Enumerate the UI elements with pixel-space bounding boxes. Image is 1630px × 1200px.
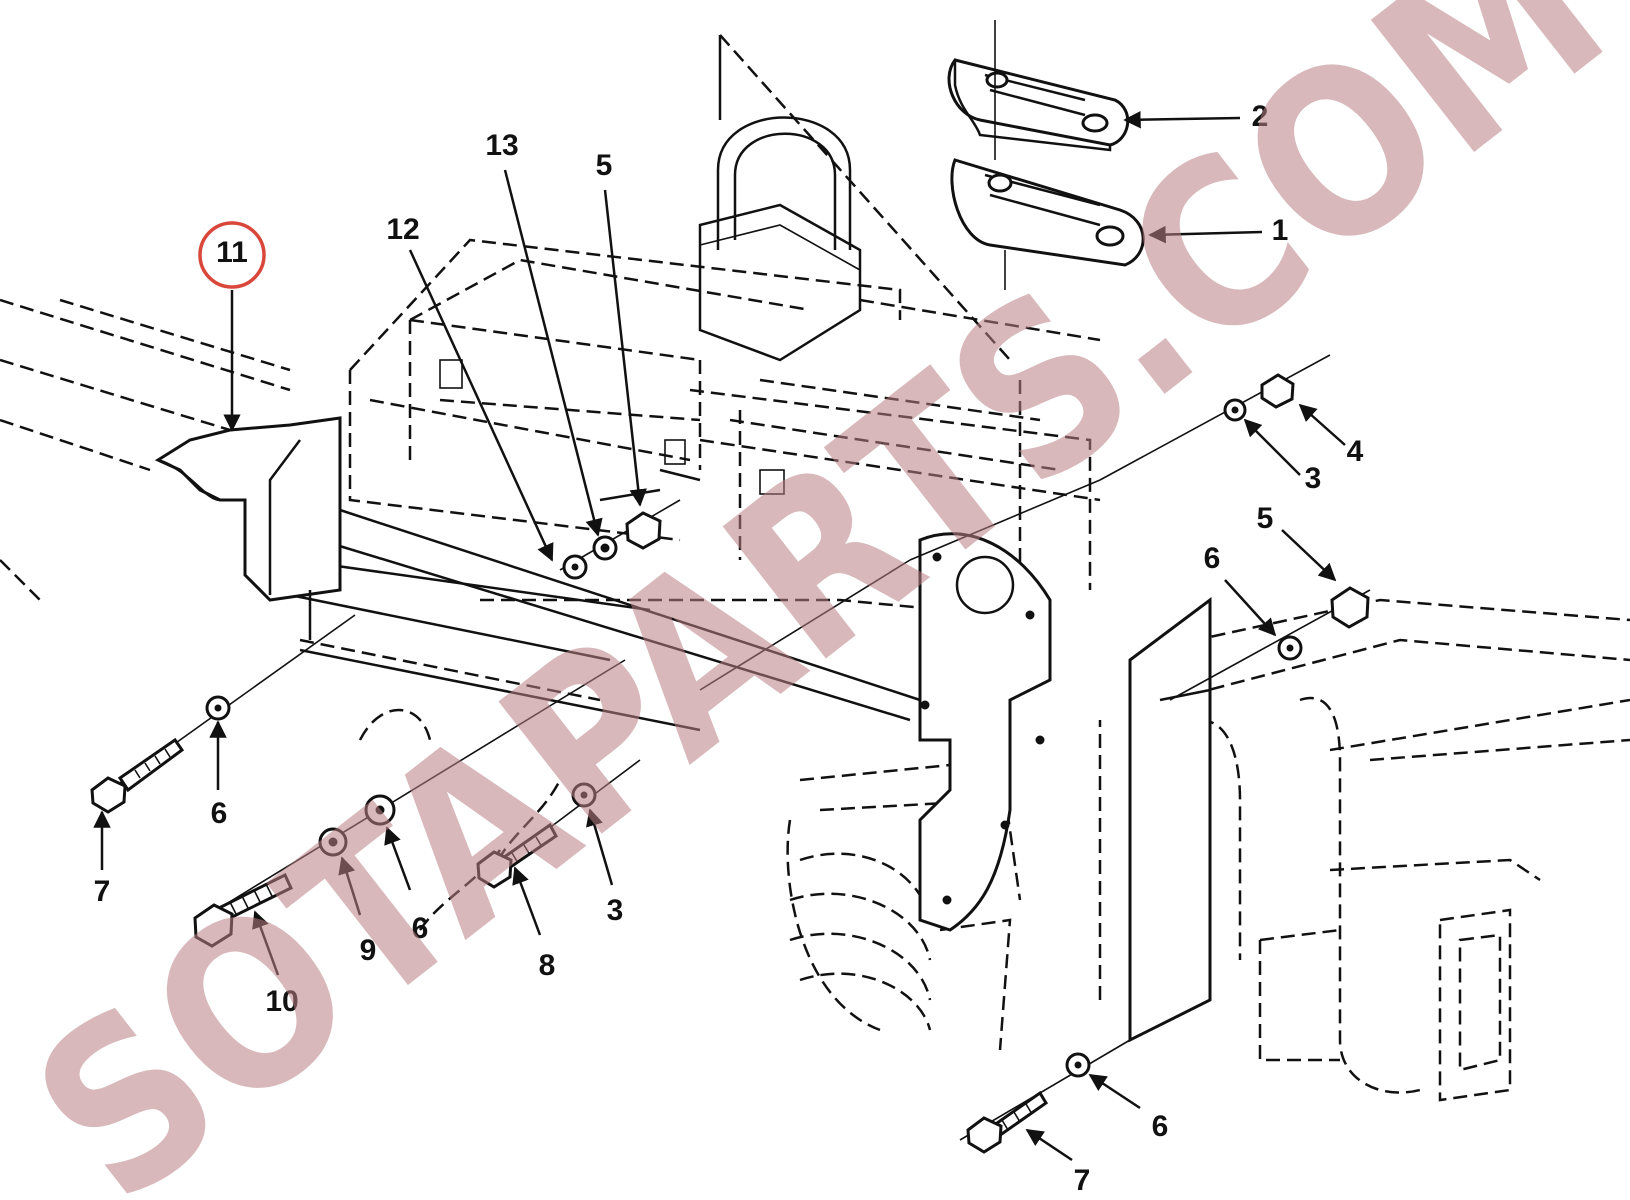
- callout-6: 6: [1204, 542, 1221, 575]
- callout-13: 13: [485, 129, 518, 162]
- nut-5-right: [1330, 586, 1370, 629]
- callout-12: 12: [386, 213, 419, 246]
- callout-5: 5: [1257, 502, 1274, 535]
- vehicle-structure: [0, 34, 1630, 1102]
- callout-6: 6: [412, 912, 429, 945]
- callout-4: 4: [1347, 435, 1364, 468]
- nut-5-center: [625, 511, 662, 550]
- shims: [947, 20, 1145, 290]
- leader-arrows: [93, 110, 1346, 1162]
- bolt-7-left: [117, 737, 185, 793]
- callout-6: 6: [211, 797, 228, 830]
- callout-7: 7: [1074, 1164, 1091, 1197]
- callout-6: 6: [1152, 1110, 1169, 1143]
- nut-4: [1260, 373, 1295, 409]
- callout-3: 3: [607, 894, 624, 927]
- callout-7: 7: [94, 875, 111, 908]
- frame-parts: [154, 416, 1212, 1043]
- callout-5: 5: [596, 149, 613, 182]
- callout-9: 9: [360, 934, 377, 967]
- highlight-circle: [198, 221, 266, 289]
- mounting-bracket: [918, 532, 1052, 932]
- cap-part-11: [154, 416, 342, 602]
- callout-11: 11: [216, 236, 248, 269]
- callout-3: 3: [1305, 462, 1322, 495]
- callout-1: 1: [1272, 214, 1289, 247]
- callout-2: 2: [1252, 100, 1269, 133]
- callout-labels: 1 2 3 4 5 6 5 3 13 12 11 6 7 6 9 10 8 3 …: [94, 100, 1364, 1197]
- fasteners: [90, 354, 1371, 1154]
- callout-8: 8: [539, 949, 556, 982]
- callout-10: 10: [265, 985, 298, 1018]
- side-plate: [1128, 597, 1212, 1043]
